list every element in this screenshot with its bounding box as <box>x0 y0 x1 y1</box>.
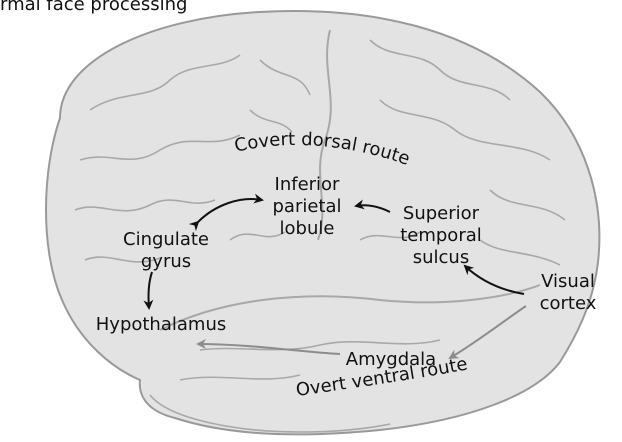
label-line: gyrus <box>118 251 214 273</box>
label-line: Cingulate <box>118 229 214 251</box>
label-line: sulcus <box>393 247 489 269</box>
label-line: cortex <box>528 293 608 315</box>
label-line: temporal <box>393 225 489 247</box>
label-superior-temporal-sulcus: Superior temporal sulcus <box>393 203 489 269</box>
label-line: Inferior <box>265 174 349 196</box>
label-line: lobule <box>265 218 349 240</box>
label-line: parietal <box>265 196 349 218</box>
label-amygdala: Amygdala <box>336 349 446 371</box>
label-line: Visual <box>528 271 608 293</box>
label-line: Superior <box>393 203 489 225</box>
label-cingulate-gyrus: Cingulate gyrus <box>118 229 214 273</box>
label-inferior-parietal-lobule: Inferior parietal lobule <box>265 174 349 240</box>
label-hypothalamus: Hypothalamus <box>86 314 236 336</box>
label-visual-cortex: Visual cortex <box>528 271 608 315</box>
